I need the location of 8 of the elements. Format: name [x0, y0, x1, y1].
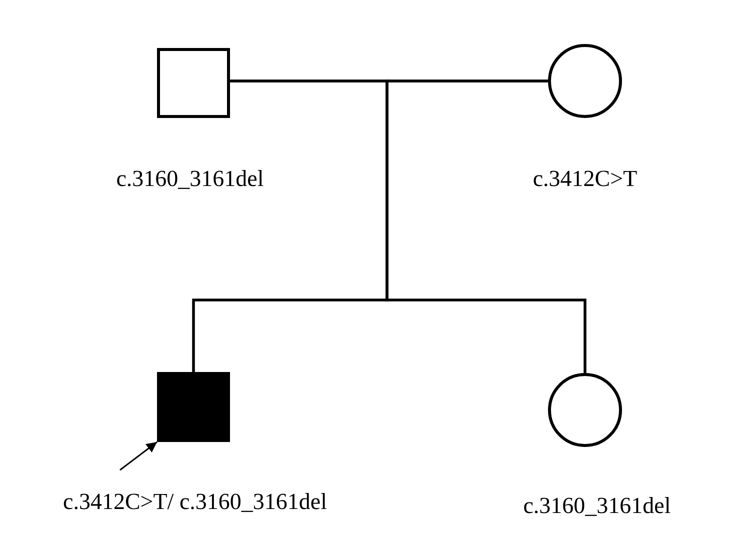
genotype-label: c.3412C>T/ c.3160_3161del — [62, 488, 328, 516]
affected-male-square — [157, 372, 230, 442]
genotype-label: c.3160_3161del — [116, 165, 264, 193]
genotype-label: c.3160_3161del — [523, 492, 671, 520]
genotype-label: c.3412C>T — [532, 165, 638, 193]
pedigree-line — [386, 80, 586, 373]
proband-arrow — [120, 441, 158, 471]
male-square — [157, 48, 230, 118]
